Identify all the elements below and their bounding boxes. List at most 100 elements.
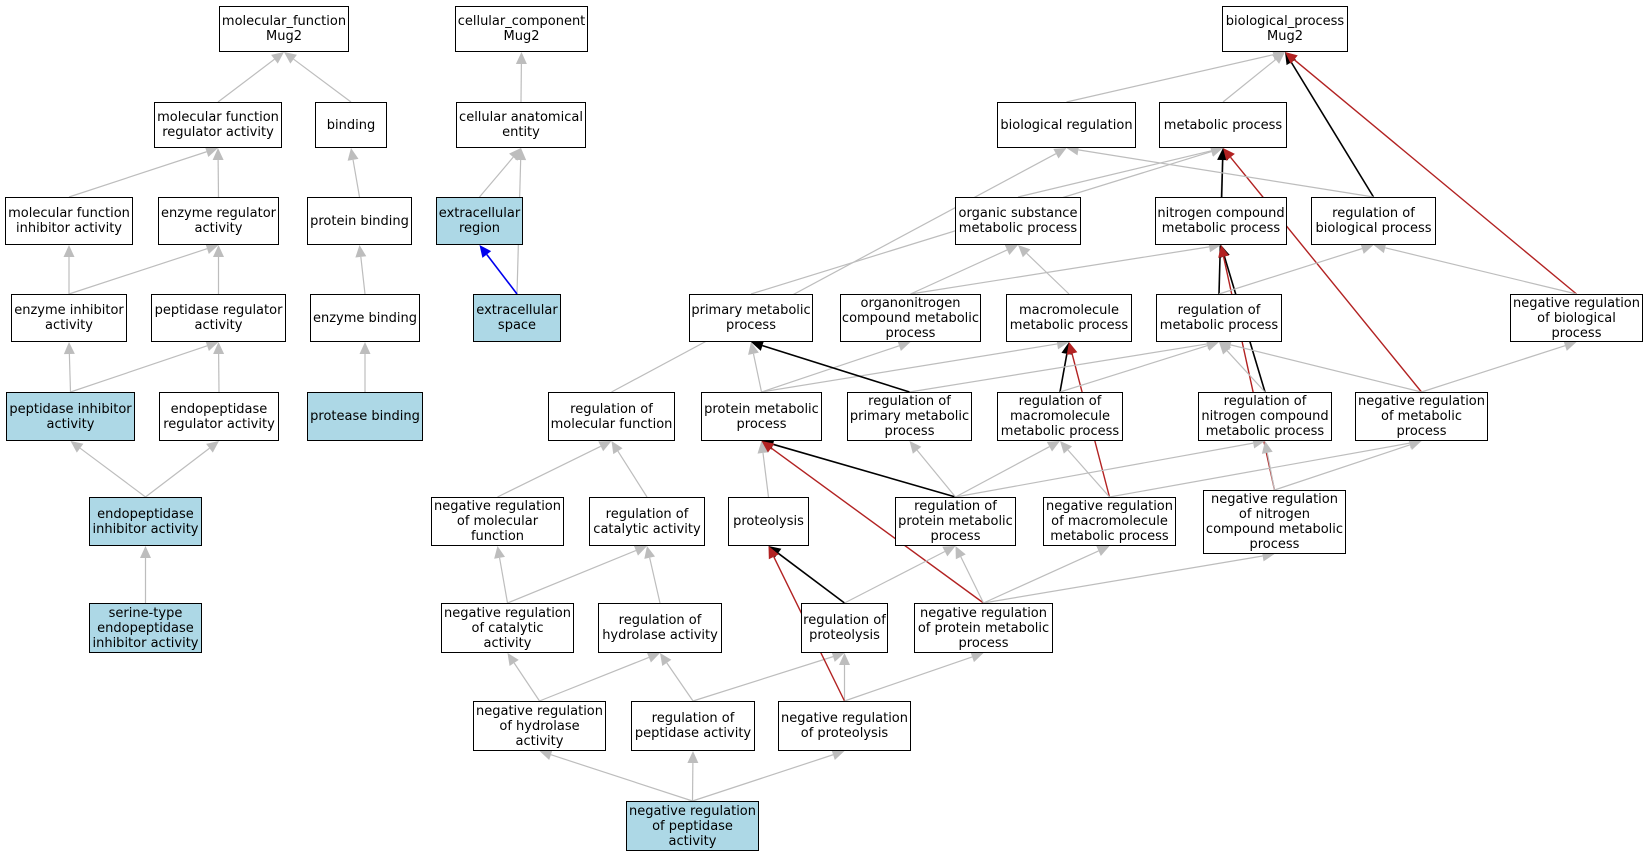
node-negative-regulation-of-molecular-function[interactable]: negative regulation of molecular functio… <box>431 497 564 546</box>
node-negative-regulation-of-macromolecule-metabolic-process[interactable]: negative regulation of macromolecule met… <box>1043 497 1176 546</box>
edge-arrowhead-reg_prot-to-reg_protmet <box>942 546 956 557</box>
edge-arrowhead-orgnitro-to-org_sub <box>1004 244 1018 255</box>
node-peptidase-regulator-activity[interactable]: peptidase regulator activity <box>151 294 286 342</box>
edge-arrowhead-neg_bio-to-reg_bio <box>1373 242 1387 254</box>
edge-arrowhead-neg_pep-to-neg_hyd <box>539 749 553 760</box>
edge-reg_prot-to-reg_protmet <box>844 550 946 604</box>
node-regulation-of-biological-process[interactable]: regulation of biological process <box>1311 197 1436 245</box>
node-regulation-of-hydrolase-activity[interactable]: regulation of hydrolase activity <box>598 603 722 653</box>
node-enzyme-regulator-activity[interactable]: enzyme regulator activity <box>158 197 279 245</box>
edge-arrowhead-prot_bind-to-binding <box>347 148 359 161</box>
edge-neg_mf-to-reg_mf <box>497 445 601 498</box>
edge-arrowhead-mf_reg-to-mf_root <box>271 52 284 64</box>
edge-prot_met-to-prim_met <box>752 353 763 393</box>
edge-arrowhead-neg_macro-to-macro <box>1066 342 1078 356</box>
edge-arrowhead-reg_prim-to-prim_met <box>751 340 765 351</box>
edge-reg_prim-to-reg_met <box>909 343 1208 393</box>
node-negative-regulation-of-catalytic-activity[interactable]: negative regulation of catalytic activit… <box>441 603 574 653</box>
edge-arrowhead-serine-to-endo_inh <box>140 546 151 558</box>
edge-macro-to-org_sub <box>1026 252 1070 295</box>
node-binding[interactable]: binding <box>315 102 387 148</box>
edge-prot_met-to-macro <box>761 343 1058 393</box>
node-cellular-anatomical-entity[interactable]: cellular anatomical entity <box>456 102 586 148</box>
node-negative-regulation-of-metabolic-process[interactable]: negative regulation of metabolic process <box>1355 392 1488 441</box>
edge-neg_nitro-to-reg_nitro <box>1266 452 1276 491</box>
node-regulation-of-macromolecule-metabolic-process[interactable]: regulation of macromolecule metabolic pr… <box>997 392 1123 441</box>
edge-reg_mf-to-bioreg <box>611 153 1057 393</box>
edge-reg_protmet-to-prot_met <box>772 443 956 498</box>
node-regulation-of-metabolic-process[interactable]: regulation of metabolic process <box>1156 294 1282 342</box>
edge-arrowhead-reg_met-to-reg_bio <box>1360 243 1374 254</box>
node-negative-regulation-of-proteolysis[interactable]: negative regulation of proteolysis <box>778 701 911 751</box>
node-molecular-function-regulator-activity[interactable]: molecular function regulator activity <box>154 102 282 148</box>
node-negative-regulation-of-peptidase-activity[interactable]: negative regulation of peptidase activit… <box>626 801 759 851</box>
node-proteolysis[interactable]: proteolysis <box>728 497 809 546</box>
node-negative-regulation-of-hydrolase-activity[interactable]: negative regulation of hydrolase activit… <box>473 701 606 751</box>
node-protein-binding[interactable]: protein binding <box>307 197 412 245</box>
edge-reg_prot-to-proteolysis <box>777 552 845 604</box>
node-regulation-of-peptidase-activity[interactable]: regulation of peptidase activity <box>631 701 755 751</box>
node-extracellular-space[interactable]: extracellular space <box>473 294 561 342</box>
edge-proteolysis-to-prot_met <box>762 452 770 498</box>
node-negative-regulation-of-biological-process[interactable]: negative regulation of biological proces… <box>1510 294 1643 342</box>
node-biological-process-root[interactable]: biological_process Mug2 <box>1222 6 1348 52</box>
edge-endo_inh-to-endo_reg <box>145 447 210 498</box>
node-regulation-of-protein-metabolic-process[interactable]: regulation of protein metabolic process <box>895 497 1016 546</box>
edge-arrowhead-neg_met-to-reg_met <box>1219 339 1232 351</box>
node-protease-binding[interactable]: protease binding <box>307 392 423 441</box>
edge-metproc-to-bp_root <box>1222 59 1277 103</box>
edge-reg_protmet-to-reg_macro <box>955 446 1050 498</box>
edge-arrowhead-neg_protmet-to-prot_met <box>761 441 775 453</box>
node-cellular-component-root[interactable]: cellular_component Mug2 <box>455 6 588 52</box>
edge-arrowhead-cae-to-cc_root <box>515 52 527 65</box>
edge-endo_inh-to-pep_inh <box>79 447 146 498</box>
edge-arrowhead-neg_pep-to-reg_pep <box>687 751 699 764</box>
node-macromolecule-metabolic-process[interactable]: macromolecule metabolic process <box>1006 294 1132 342</box>
edge-neg_cat-to-reg_cat <box>507 549 637 604</box>
edge-reg_macro-to-reg_met <box>1059 345 1208 393</box>
node-organic-substance-metabolic-process[interactable]: organic substance metabolic process <box>955 197 1081 245</box>
edge-neg_protmet-to-neg_nitro <box>983 555 1263 604</box>
edge-mf_reg-to-mf_root <box>217 58 275 103</box>
node-nitrogen-compound-metabolic-process[interactable]: nitrogen compound metabolic process <box>1155 197 1287 245</box>
node-regulation-of-catalytic-activity[interactable]: regulation of catalytic activity <box>589 497 705 546</box>
node-enzyme-binding[interactable]: enzyme binding <box>310 294 420 342</box>
edge-neg_pep-to-neg_hyd <box>550 754 693 802</box>
node-serine-type-endopeptidase-inhibitor-activity[interactable]: serine-type endopeptidase inhibitor acti… <box>89 603 202 653</box>
node-molecular-function-inhibitor-activity[interactable]: molecular function inhibitor activity <box>5 197 133 245</box>
edge-arrowhead-reg_cat-to-reg_mf <box>611 441 623 455</box>
node-negative-regulation-of-protein-metabolic-process[interactable]: negative regulation of protein metabolic… <box>914 603 1053 653</box>
node-regulation-of-molecular-function[interactable]: regulation of molecular function <box>548 392 675 441</box>
edge-arrowhead-neg_nitro-to-reg_nitro <box>1261 441 1273 454</box>
edge-neg_nitro-to-nitro <box>1222 256 1276 491</box>
node-regulation-of-nitrogen-compound-metabolic-process[interactable]: regulation of nitrogen compound metaboli… <box>1198 392 1332 441</box>
edge-arrowhead-neg_met-to-neg_bio <box>1563 340 1577 351</box>
edge-orgnitro-to-nitro <box>910 246 1210 295</box>
node-regulation-of-proteolysis[interactable]: regulation of proteolysis <box>801 603 888 653</box>
edge-arrowhead-prot_binding-to-enz_bind <box>359 342 371 354</box>
node-extracellular-region[interactable]: extracellular region <box>436 197 523 245</box>
edge-reg_pep-to-reg_prot <box>692 656 834 702</box>
edge-neg_hyd-to-reg_hyd <box>539 656 650 702</box>
edge-neg_bio-to-bp_root <box>1293 59 1577 295</box>
edge-neg_prot-to-neg_protmet <box>844 656 973 702</box>
node-organonitrogen-compound-metabolic-process[interactable]: organonitrogen compound metabolic proces… <box>840 294 981 342</box>
edge-arrowhead-neg_hyd-to-neg_cat <box>507 653 519 667</box>
node-endopeptidase-regulator-activity[interactable]: endopeptidase regulator activity <box>159 392 279 441</box>
edge-neg_protmet-to-reg_protmet <box>960 556 985 604</box>
node-primary-metabolic-process[interactable]: primary metabolic process <box>689 294 813 342</box>
edge-arrowhead-ext_space-to-cae <box>515 148 527 161</box>
edge-neg_met-to-neg_bio <box>1421 345 1566 393</box>
node-molecular-function-root[interactable]: molecular_function Mug2 <box>219 6 349 52</box>
node-peptidase-inhibitor-activity[interactable]: peptidase inhibitor activity <box>6 392 135 441</box>
node-endopeptidase-inhibitor-activity[interactable]: endopeptidase inhibitor activity <box>89 497 202 546</box>
node-regulation-of-primary-metabolic-process[interactable]: regulation of primary metabolic process <box>847 392 972 441</box>
edge-neg_nitro-to-neg_met <box>1274 444 1411 491</box>
node-protein-metabolic-process[interactable]: protein metabolic process <box>701 392 822 441</box>
node-enzyme-inhibitor-activity[interactable]: enzyme inhibitor activity <box>11 294 127 342</box>
edge-bioreg-to-bp_root <box>1066 54 1274 103</box>
node-biological-regulation[interactable]: biological regulation <box>997 102 1136 148</box>
node-negative-regulation-of-nitrogen-compound-metabolic-process[interactable]: negative regulation of nitrogen compound… <box>1203 490 1346 554</box>
node-metabolic-process[interactable]: metabolic process <box>1159 102 1287 148</box>
edge-arrowhead-pep_inh-to-pep_reg <box>205 340 219 352</box>
